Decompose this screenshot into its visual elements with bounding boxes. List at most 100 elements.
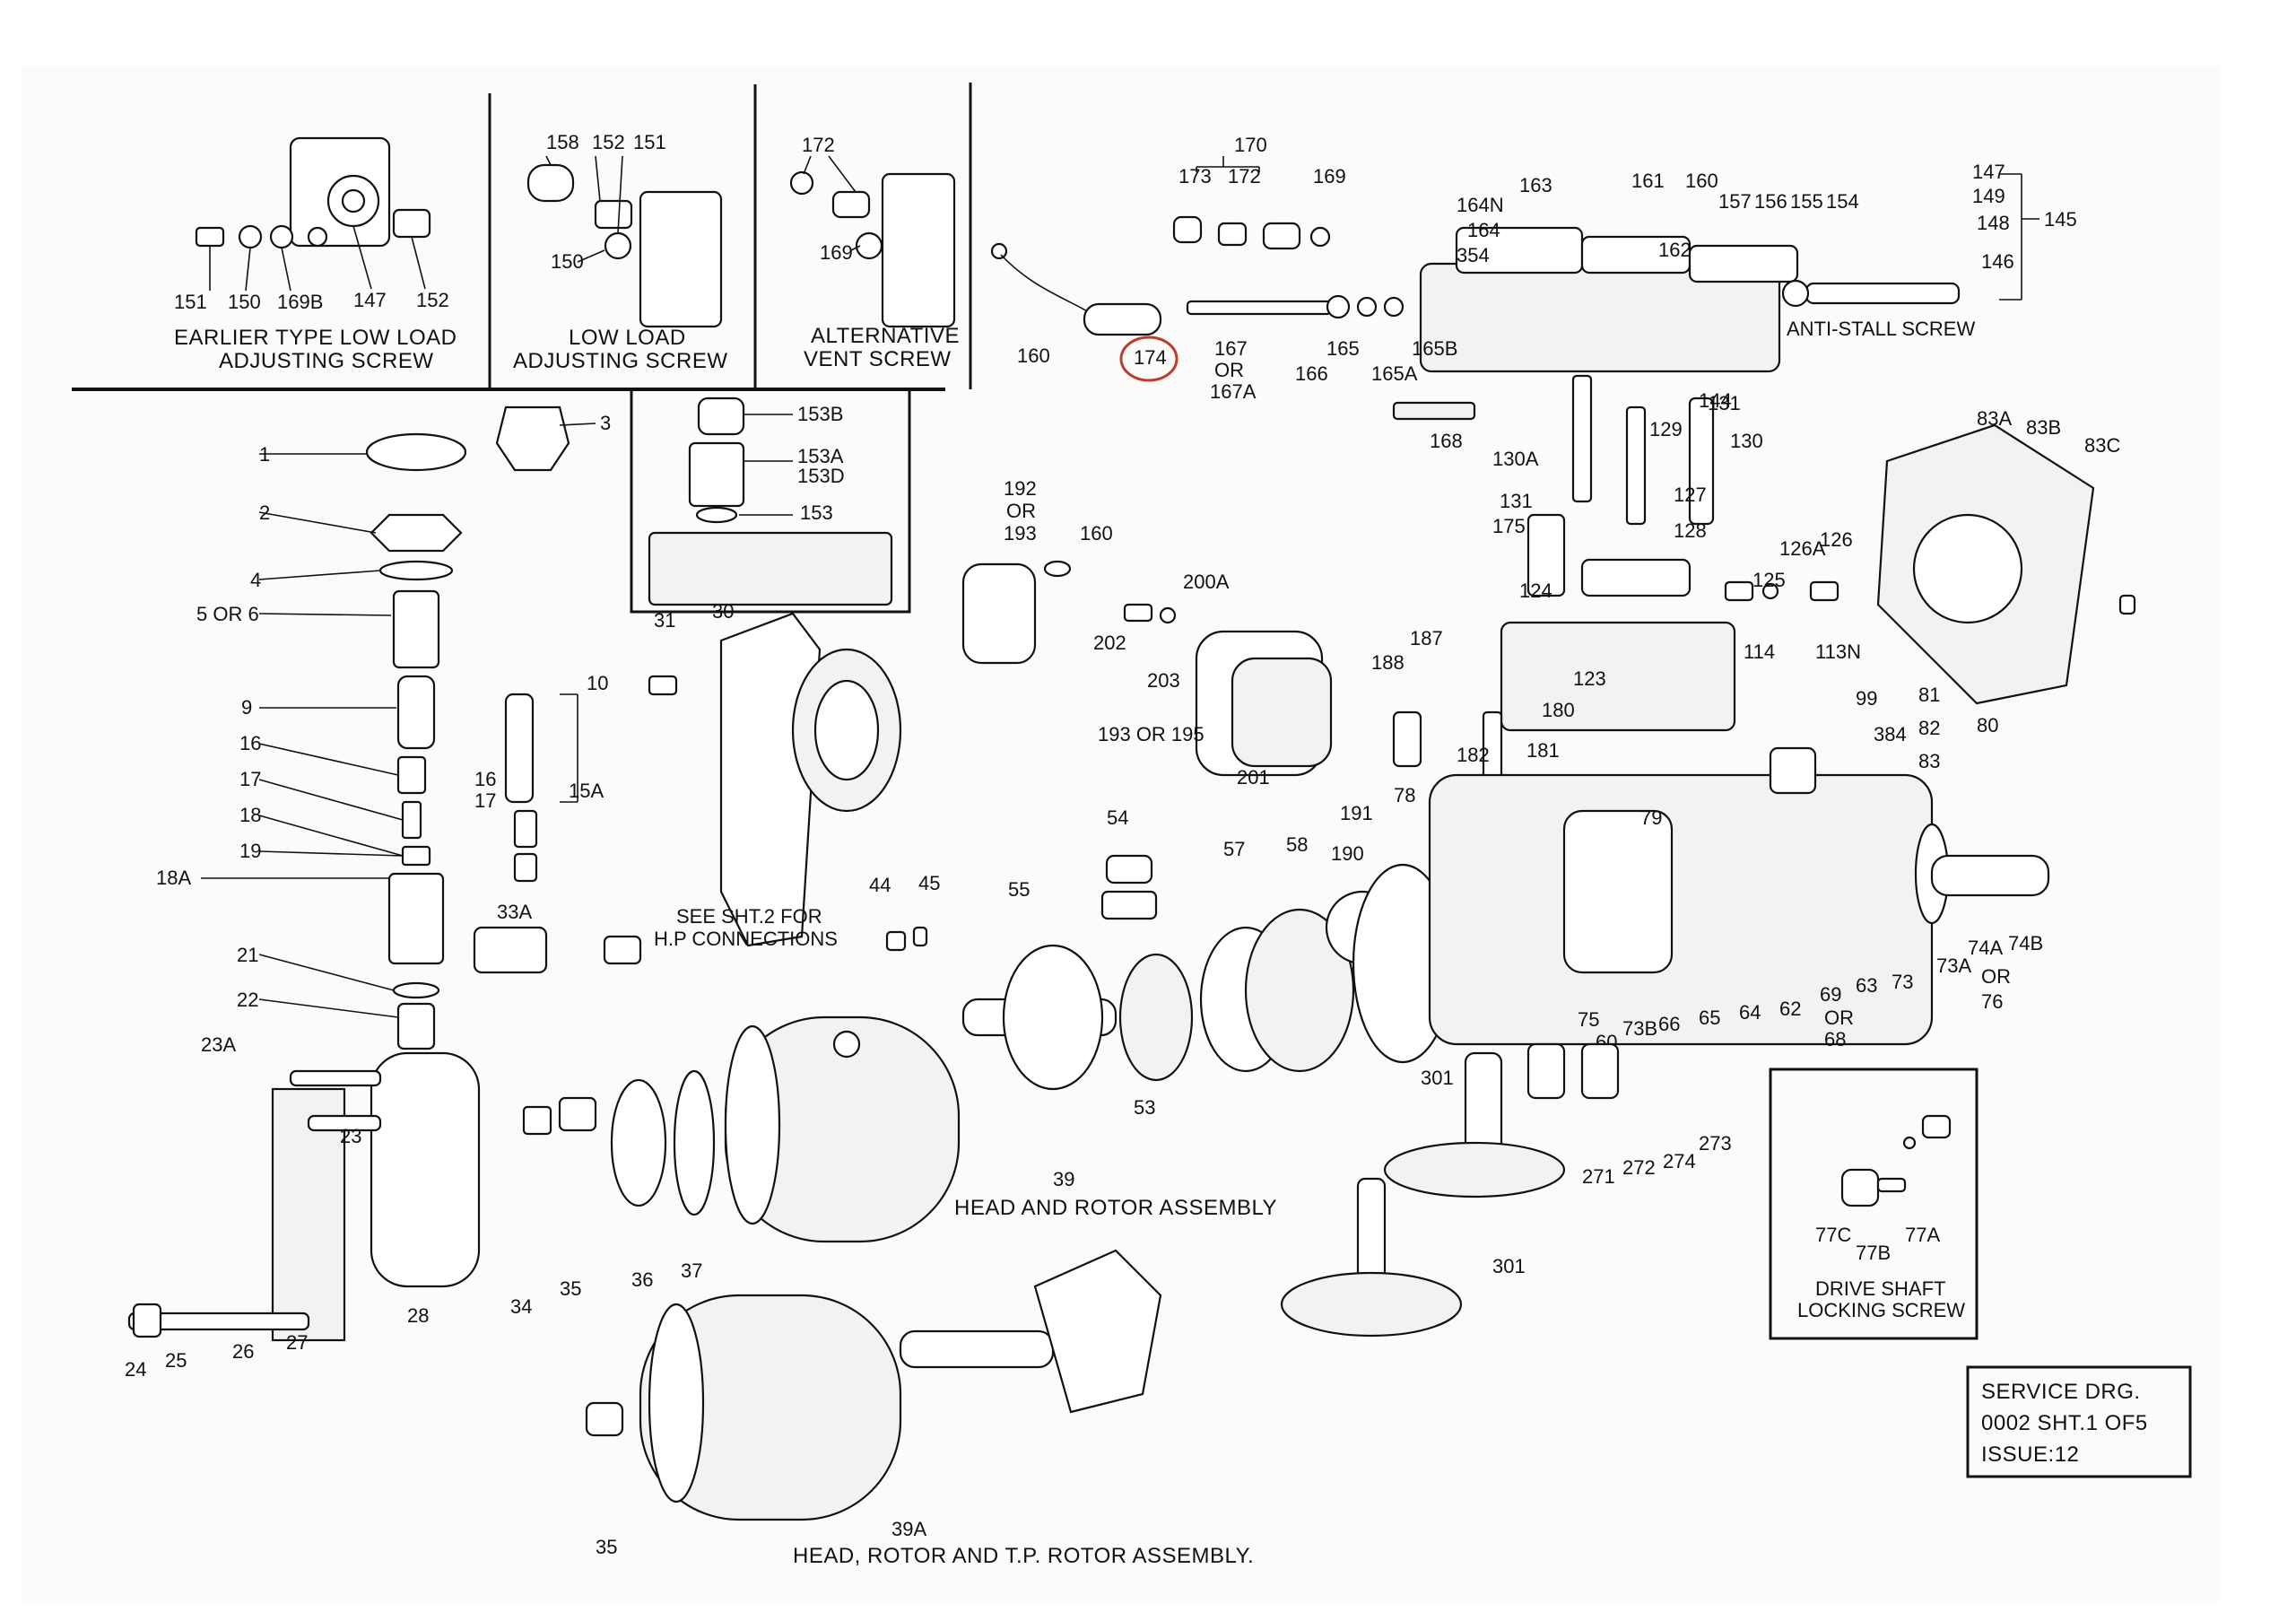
label-64: 64 <box>1739 1001 1761 1024</box>
label-17a: 17 <box>239 768 261 790</box>
label-165a: 165A <box>1371 362 1418 385</box>
label-30: 30 <box>712 600 734 623</box>
drive-shaft-title-2: LOCKING SCREW <box>1797 1299 1965 1321</box>
label-153b: 153B <box>797 403 843 425</box>
label-130a: 130A <box>1492 448 1539 470</box>
label-83b: 83B <box>2026 416 2061 439</box>
alt-vent-title-2: VENT SCREW <box>804 347 952 371</box>
label-167a: 167A <box>1210 380 1257 403</box>
label-39: 39 <box>1053 1168 1074 1190</box>
label-15a: 15A <box>569 780 604 802</box>
lower-parts <box>585 1042 1620 1521</box>
earlier-type-title-2: ADJUSTING SCREW <box>219 349 434 373</box>
label-57: 57 <box>1223 838 1245 860</box>
label-166: 166 <box>1295 362 1328 385</box>
label-77b: 77B <box>1856 1242 1891 1264</box>
label-301a: 301 <box>1421 1067 1454 1089</box>
low-load-title-2: ADJUSTING SCREW <box>513 349 728 373</box>
label-35: 35 <box>560 1277 581 1300</box>
label-4: 4 <box>250 569 261 591</box>
head-rotor-caption: HEAD AND ROTOR ASSEMBLY <box>954 1196 1277 1220</box>
label-125: 125 <box>1752 569 1786 591</box>
exploded-view-diagram: 151 150 169B 147 152 EARLIER TYPE LOW LO… <box>72 83 2192 1568</box>
label-28: 28 <box>407 1304 429 1327</box>
label-114: 114 <box>1744 641 1775 663</box>
earlier-type-labels: 151 150 169B 147 152 EARLIER TYPE LOW LO… <box>174 289 457 373</box>
label-200a: 200A <box>1183 571 1230 593</box>
label-3: 3 <box>600 412 611 434</box>
label-165b: 165B <box>1412 337 1457 360</box>
label-162: 162 <box>1658 239 1692 261</box>
label-151b: 151 <box>633 131 666 153</box>
label-23: 23 <box>340 1125 361 1147</box>
label-68: 68 <box>1824 1028 1846 1050</box>
label-158: 158 <box>546 131 579 153</box>
label-172: 172 <box>1228 165 1261 187</box>
label-156: 156 <box>1754 190 1787 213</box>
label-99: 99 <box>1856 687 1877 710</box>
label-126: 126 <box>1820 528 1853 551</box>
label-62: 62 <box>1779 998 1801 1020</box>
label-19: 19 <box>239 840 261 862</box>
lower-labels: 301 271 272 274 273 301 35 39A HEAD, ROT… <box>596 1067 1732 1568</box>
label-18: 18 <box>239 804 261 826</box>
label-34: 34 <box>510 1295 532 1318</box>
label-36: 36 <box>631 1268 653 1291</box>
label-180: 180 <box>1542 699 1575 721</box>
label-169b: 169B <box>277 291 323 313</box>
label-187: 187 <box>1410 627 1443 649</box>
label-130: 130 <box>1730 430 1763 452</box>
label-27: 27 <box>286 1331 308 1354</box>
label-113n: 113N <box>1815 641 1861 663</box>
label-58: 58 <box>1286 833 1308 856</box>
label-81: 81 <box>1918 684 1940 706</box>
label-154: 154 <box>1826 190 1859 213</box>
label-128: 128 <box>1674 519 1707 542</box>
label-83a: 83A <box>1977 407 2012 430</box>
label-37: 37 <box>681 1259 702 1282</box>
label-190: 190 <box>1331 842 1364 865</box>
label-5or6: 5 OR 6 <box>196 603 259 625</box>
label-384: 384 <box>1874 723 1907 745</box>
label-273: 273 <box>1699 1132 1732 1155</box>
mid-labels: 192 OR 193 160 200A 202 203 193 OR 195 2… <box>1004 407 2120 829</box>
label-149: 149 <box>1972 185 2005 207</box>
label-188: 188 <box>1371 651 1405 674</box>
label-161: 161 <box>1631 170 1665 192</box>
drive-shaft-title-1: DRIVE SHAFT <box>1815 1277 1945 1300</box>
label-25: 25 <box>165 1349 187 1372</box>
label-26: 26 <box>232 1340 254 1363</box>
label-168: 168 <box>1430 430 1463 452</box>
alt-vent-labels: 172 169 ALTERNATIVE VENT SCREW <box>802 134 960 371</box>
label-173: 173 <box>1178 165 1212 187</box>
title-block: SERVICE DRG. 0002 SHT.1 OF5 ISSUE:12 <box>1981 1380 2147 1467</box>
label-74b: 74B <box>2008 932 2043 954</box>
label-169a: 169 <box>820 241 853 264</box>
label-160c: 160 <box>1080 522 1113 545</box>
label-150b: 150 <box>551 250 584 273</box>
label-272: 272 <box>1622 1156 1656 1179</box>
label-55: 55 <box>1008 878 1030 901</box>
label-172a: 172 <box>802 134 835 156</box>
drive-shaft-labels: 77C 77B 77A DRIVE SHAFT LOCKING SCREW <box>1797 1224 1965 1321</box>
low-load-inset <box>526 155 723 328</box>
label-69: 69 <box>1820 983 1841 1006</box>
label-164n: 164N <box>1457 194 1504 216</box>
alt-vent-title-1: ALTERNATIVE <box>811 324 960 348</box>
label-or-74: OR <box>1981 965 2011 988</box>
label-271: 271 <box>1582 1165 1615 1188</box>
label-80: 80 <box>1977 714 1998 736</box>
label-202: 202 <box>1093 632 1126 654</box>
label-75: 75 <box>1578 1008 1599 1031</box>
label-76: 76 <box>1981 990 2003 1013</box>
label-126a: 126A <box>1779 537 1826 560</box>
label-78a: 78 <box>1394 784 1415 806</box>
label-45: 45 <box>918 872 940 894</box>
label-33a: 33A <box>497 901 532 923</box>
label-16a: 16 <box>239 732 261 754</box>
label-301b: 301 <box>1492 1255 1526 1277</box>
label-63: 63 <box>1856 974 1877 997</box>
vent-inset <box>648 397 893 606</box>
label-24: 24 <box>125 1358 146 1381</box>
label-148: 148 <box>1977 212 2010 234</box>
